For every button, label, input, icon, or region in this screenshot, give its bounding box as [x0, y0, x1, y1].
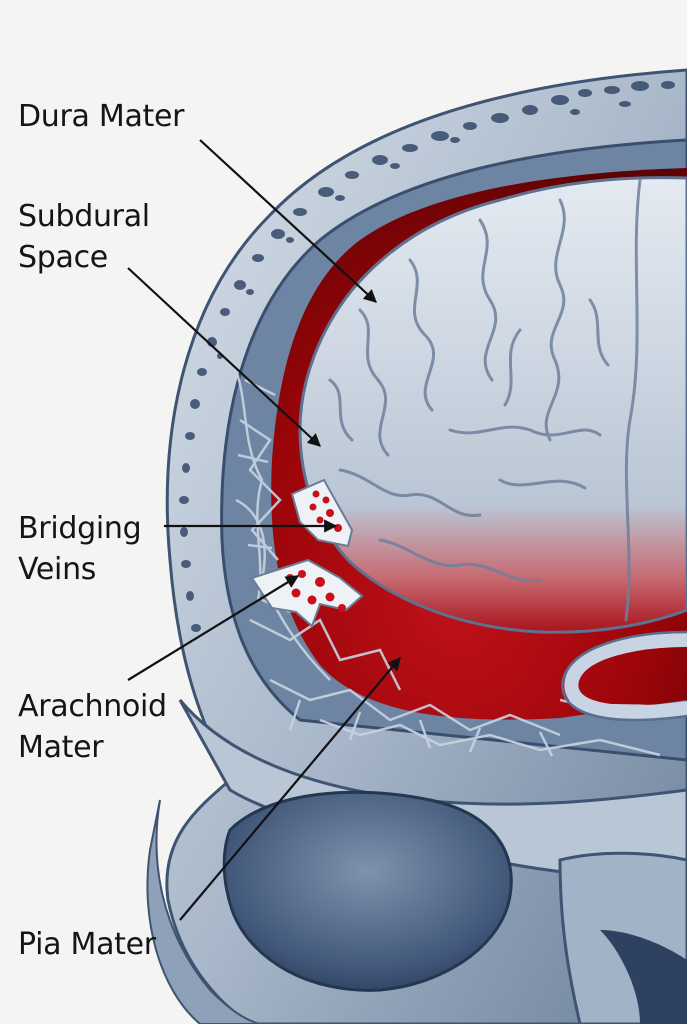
label-arachnoid-line2: Mater — [18, 730, 104, 765]
label-bridging-veins: Bridging Veins — [18, 508, 142, 590]
leader-dura — [199, 139, 377, 303]
label-subdural-line2: Space — [18, 240, 108, 275]
arachnoid-web — [230, 359, 687, 757]
label-bridging-line1: Bridging — [18, 511, 142, 546]
label-dura-mater: Dura Mater — [18, 96, 185, 137]
label-pia-mater-line1: Pia Mater — [18, 927, 156, 962]
tentorium-loop — [564, 633, 687, 720]
label-bridging-line2: Veins — [18, 552, 97, 587]
leader-arachnoid — [127, 575, 300, 681]
cheek-bone — [146, 799, 261, 1024]
label-arachnoid-mater: Arachnoid Mater — [18, 686, 167, 768]
leader-pia — [179, 656, 401, 921]
label-subdural-space: Subdural Space — [18, 196, 150, 278]
label-arachnoid-line1: Arachnoid — [18, 689, 167, 724]
diploe-pores — [179, 81, 675, 632]
brain-sulci — [328, 178, 642, 622]
leader-subdural — [127, 267, 321, 447]
eye-socket — [222, 790, 513, 992]
label-dura-mater-line1: Dura Mater — [18, 99, 185, 134]
brain-hemisphere — [298, 176, 687, 634]
bridging-vein-lower — [250, 558, 364, 628]
label-pia-mater: Pia Mater — [18, 924, 156, 965]
label-subdural-line1: Subdural — [18, 199, 150, 234]
